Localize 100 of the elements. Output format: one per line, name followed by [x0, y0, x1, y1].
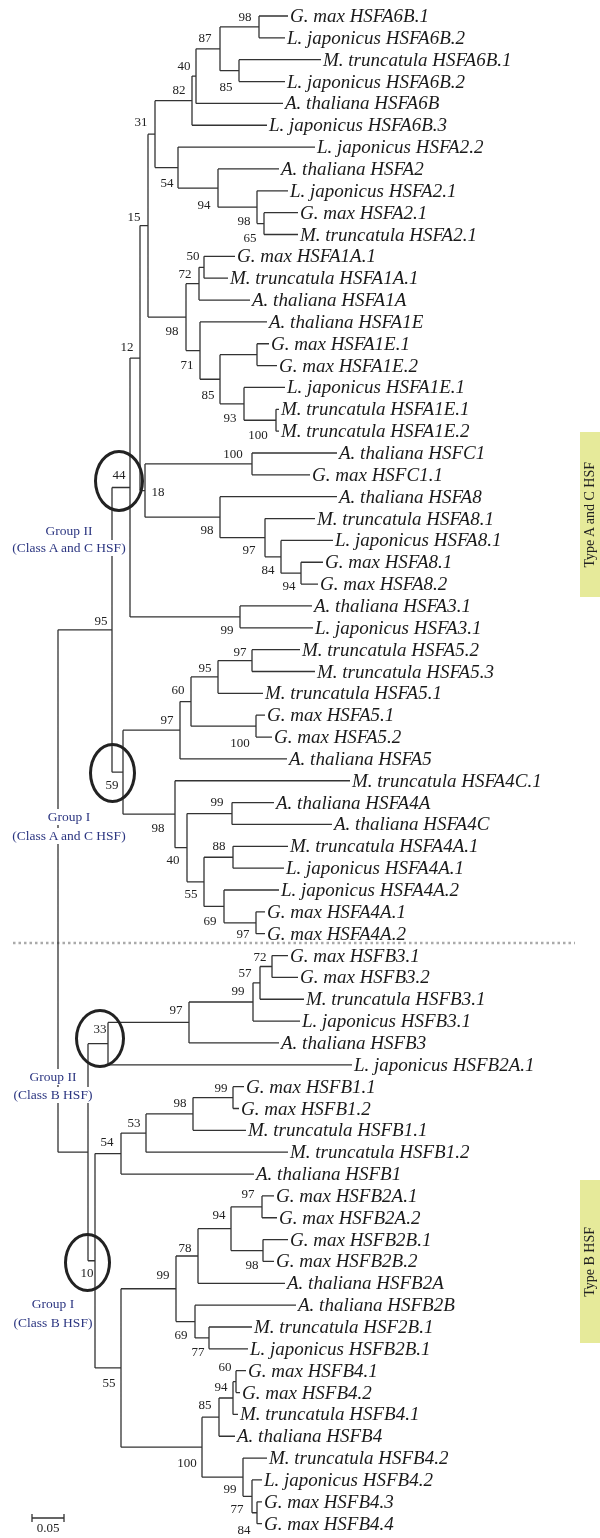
group-label: Group II	[28, 1069, 78, 1085]
bootstrap-value: 98	[237, 214, 251, 228]
bootstrap-value: 12	[120, 340, 134, 354]
species-gene-label: L. japonicus HSFA6B.2	[287, 26, 466, 49]
species-gene-label: A. thaliana HSFA2	[281, 157, 424, 180]
species-gene-label: G. max HSFA2.1	[300, 201, 428, 224]
species-gene-label: G. max HSFA1E.2	[279, 354, 418, 377]
bootstrap-value: 98	[238, 10, 252, 24]
bootstrap-value: 71	[180, 358, 194, 372]
bootstrap-value: 60	[171, 683, 185, 697]
bootstrap-value: 100	[248, 428, 268, 442]
species-gene-label: A. thaliana HSFA1A	[252, 289, 407, 312]
species-gene-label: G. max HSFB4.2	[242, 1381, 372, 1404]
species-gene-label: M. truncatula HSFA5.1	[265, 682, 442, 705]
bootstrap-value: 69	[174, 1328, 188, 1342]
species-gene-label: G. max HSFB2B.2	[276, 1250, 418, 1273]
species-gene-label: G. max HSFB2A.2	[279, 1206, 421, 1229]
bootstrap-value: 99	[231, 984, 245, 998]
species-gene-label: G. max HSFB3.1	[290, 944, 420, 967]
bootstrap-value: 99	[214, 1081, 228, 1095]
species-gene-label: A. thaliana HSFA3.1	[314, 594, 471, 617]
species-gene-label: A. thaliana HSFB4	[237, 1425, 383, 1448]
species-gene-label: G. max HSFB1.2	[241, 1097, 371, 1120]
species-gene-label: M. truncatula HSFA1A.1	[230, 267, 419, 290]
species-gene-label: G. max HSFB3.2	[300, 966, 430, 989]
species-gene-label: G. max HSFB2A.1	[276, 1184, 418, 1207]
species-gene-label: M. truncatula HSFB1.1	[248, 1119, 428, 1142]
species-gene-label: G. max HSFB4.4	[264, 1512, 394, 1535]
species-gene-label: M. truncatula HSFB4.1	[240, 1403, 420, 1426]
bootstrap-value: 15	[127, 210, 141, 224]
species-gene-label: A. thaliana HSFA6B	[285, 92, 440, 115]
species-gene-label: L. japonicus HSFA4A.1	[286, 857, 465, 880]
species-gene-label: M. truncatula HSFA4C.1	[352, 769, 542, 792]
bootstrap-value: 40	[177, 59, 191, 73]
species-gene-label: G. max HSFC1.1	[312, 463, 443, 486]
bootstrap-value: 18	[151, 485, 165, 499]
bootstrap-value: 95	[198, 661, 212, 675]
species-gene-label: L. japonicus HSFA6B.2	[287, 70, 466, 93]
bootstrap-value: 87	[198, 31, 212, 45]
species-gene-label: M. truncatula HSFA8.1	[317, 507, 494, 530]
species-gene-label: G. max HSFA5.2	[274, 726, 402, 749]
bootstrap-value: 93	[223, 411, 237, 425]
bootstrap-value: 100	[223, 447, 243, 461]
species-gene-label: G. max HSFB4.3	[264, 1490, 394, 1513]
species-gene-label: A. thaliana HSFB2B	[298, 1294, 455, 1317]
bootstrap-value: 94	[282, 579, 296, 593]
species-gene-label: L. japonicus HSFA6B.3	[269, 114, 448, 137]
species-gene-label: L. japonicus HSFB2B.1	[250, 1337, 431, 1360]
group-band: Type B HSF	[580, 1180, 600, 1343]
bootstrap-value: 72	[178, 267, 192, 281]
bootstrap-value: 98	[200, 523, 214, 537]
bootstrap-value: 99	[223, 1482, 237, 1496]
bootstrap-value: 65	[243, 231, 257, 245]
species-gene-label: M. truncatula HSFA5.3	[317, 660, 494, 683]
bootstrap-value: 85	[219, 80, 233, 94]
bootstrap-value: 97	[160, 713, 174, 727]
species-gene-label: G. max HSFA8.1	[325, 551, 453, 574]
bootstrap-value: 98	[165, 324, 179, 338]
species-gene-label: G. max HSFB4.1	[248, 1359, 378, 1382]
species-gene-label: M. truncatula HSFB3.1	[306, 988, 486, 1011]
bootstrap-value: 60	[218, 1360, 232, 1374]
bootstrap-value: 97	[241, 1187, 255, 1201]
species-gene-label: A. thaliana HSFA5	[289, 747, 432, 770]
species-gene-label: L. japonicus HSFB4.2	[264, 1468, 433, 1491]
species-gene-label: M. truncatula HSFA1E.1	[281, 398, 470, 421]
bootstrap-value: 54	[100, 1135, 114, 1149]
bootstrap-value: 97	[169, 1003, 183, 1017]
bootstrap-value: 57	[238, 966, 252, 980]
scale-value: 0.05	[36, 1521, 60, 1534]
group-label: (Class A and C HSF)	[11, 828, 127, 844]
species-gene-label: G. max HSFB1.1	[246, 1075, 376, 1098]
species-gene-label: L. japonicus HSFA1E.1	[287, 376, 466, 399]
group-band: Type A and C HSF	[580, 432, 600, 597]
highlight-ellipse: 44	[94, 450, 144, 512]
species-gene-label: M. truncatula HSFA5.2	[302, 638, 479, 661]
species-gene-label: L. japonicus HSFA4A.2	[281, 879, 460, 901]
species-gene-label: G. max HSFA8.2	[320, 573, 448, 596]
species-gene-label: A. thaliana HSFA8	[339, 485, 482, 508]
bootstrap-value: 97	[233, 645, 247, 659]
bootstrap-value: 31	[134, 115, 148, 129]
bootstrap-value: 99	[220, 623, 234, 637]
species-gene-label: L. japonicus HSFA2.1	[290, 179, 457, 202]
bootstrap-value: 77	[191, 1345, 205, 1359]
species-gene-label: L. japonicus HSFA8.1	[335, 529, 502, 552]
group-label: Group I	[46, 809, 92, 825]
bootstrap-value: 55	[184, 887, 198, 901]
bootstrap-value: 85	[198, 1398, 212, 1412]
species-gene-label: A. thaliana HSFB2A	[287, 1272, 444, 1295]
species-gene-label: A. thaliana HSFA4A	[276, 791, 431, 814]
species-gene-label: A. thaliana HSFB3	[281, 1031, 427, 1054]
bootstrap-value: 95	[94, 614, 108, 628]
bootstrap-value: 94	[214, 1380, 228, 1394]
bootstrap-value: 99	[210, 795, 224, 809]
bootstrap-value: 78	[178, 1241, 192, 1255]
bootstrap-value: 98	[245, 1258, 259, 1272]
bootstrap-value: 94	[197, 198, 211, 212]
highlight-ellipse: 10	[63, 1232, 111, 1292]
species-gene-label: L. japonicus HSFB3.1	[302, 1010, 471, 1033]
species-gene-label: M. truncatula HSFA1E.2	[281, 420, 470, 443]
species-gene-label: M. truncatula HSFA4A.1	[290, 835, 479, 858]
